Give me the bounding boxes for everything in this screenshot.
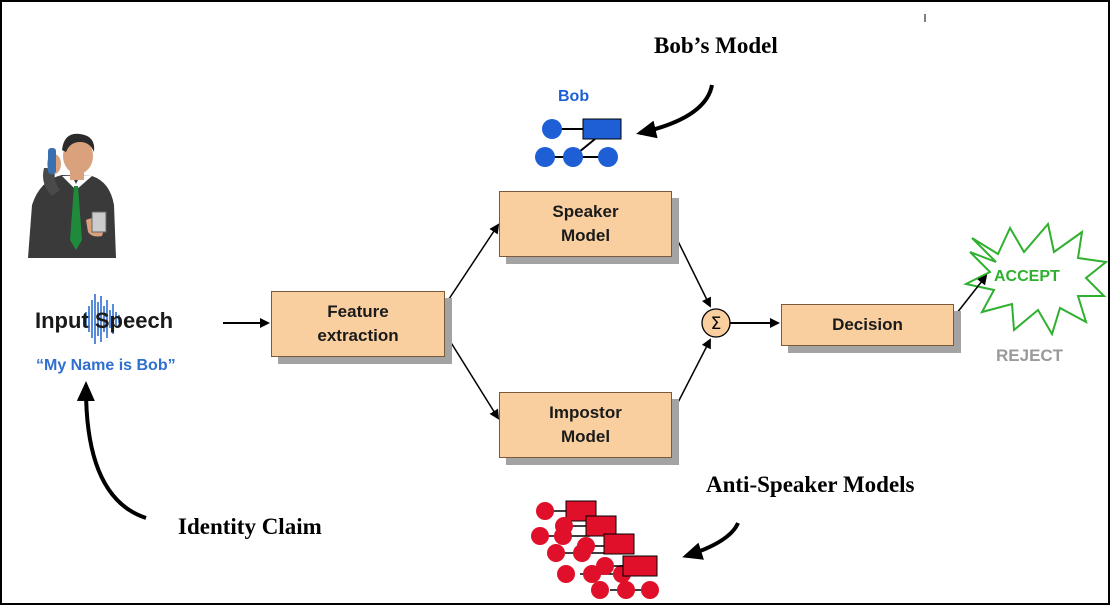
arrow-impostor-to-sum — [669, 338, 711, 419]
anti-speaker-models-label: Anti-Speaker Models — [706, 472, 915, 497]
decision-box: Decision — [781, 304, 954, 346]
speaker-model-label: Speaker Model — [552, 202, 619, 245]
input-speech-label: Input Speech — [35, 308, 174, 333]
reject-label: REJECT — [996, 346, 1064, 365]
arrow-bobs-model-curve — [636, 84, 714, 139]
impostor-model-label: Impostor Model — [549, 403, 622, 446]
arrow-speaker-to-sum — [669, 224, 711, 308]
impostor-model-box: Impostor Model — [499, 392, 672, 458]
arrow-anti-speaker-curve — [682, 522, 740, 560]
bob-label: Bob — [558, 88, 590, 105]
decision-label: Decision — [832, 315, 903, 334]
accept-label: ACCEPT — [994, 268, 1060, 285]
accept-starburst-icon — [963, 221, 1109, 337]
identity-claim-quote: “My Name is Bob” — [36, 357, 176, 374]
arrow-decision-to-accept — [952, 274, 988, 319]
feature-extraction-label: Feature extraction — [317, 302, 399, 345]
arrow-feature-to-speaker — [444, 223, 500, 306]
speaker-model-box: Speaker Model — [499, 191, 672, 257]
speech-waveform-icon — [85, 294, 120, 344]
businessman-on-phone-icon — [24, 133, 116, 260]
summation-symbol: Σ — [711, 314, 722, 334]
anti-speaker-models-graph-icon — [531, 500, 659, 599]
bob-model-graph-icon — [535, 118, 622, 167]
arrow-feature-to-impostor — [444, 332, 500, 420]
arrow-identity-claim-curve — [76, 381, 147, 520]
identity-claim-label: Identity Claim — [178, 514, 322, 539]
feature-extraction-box: Feature extraction — [271, 291, 445, 357]
bobs-model-label: Bob’s Model — [654, 33, 778, 58]
